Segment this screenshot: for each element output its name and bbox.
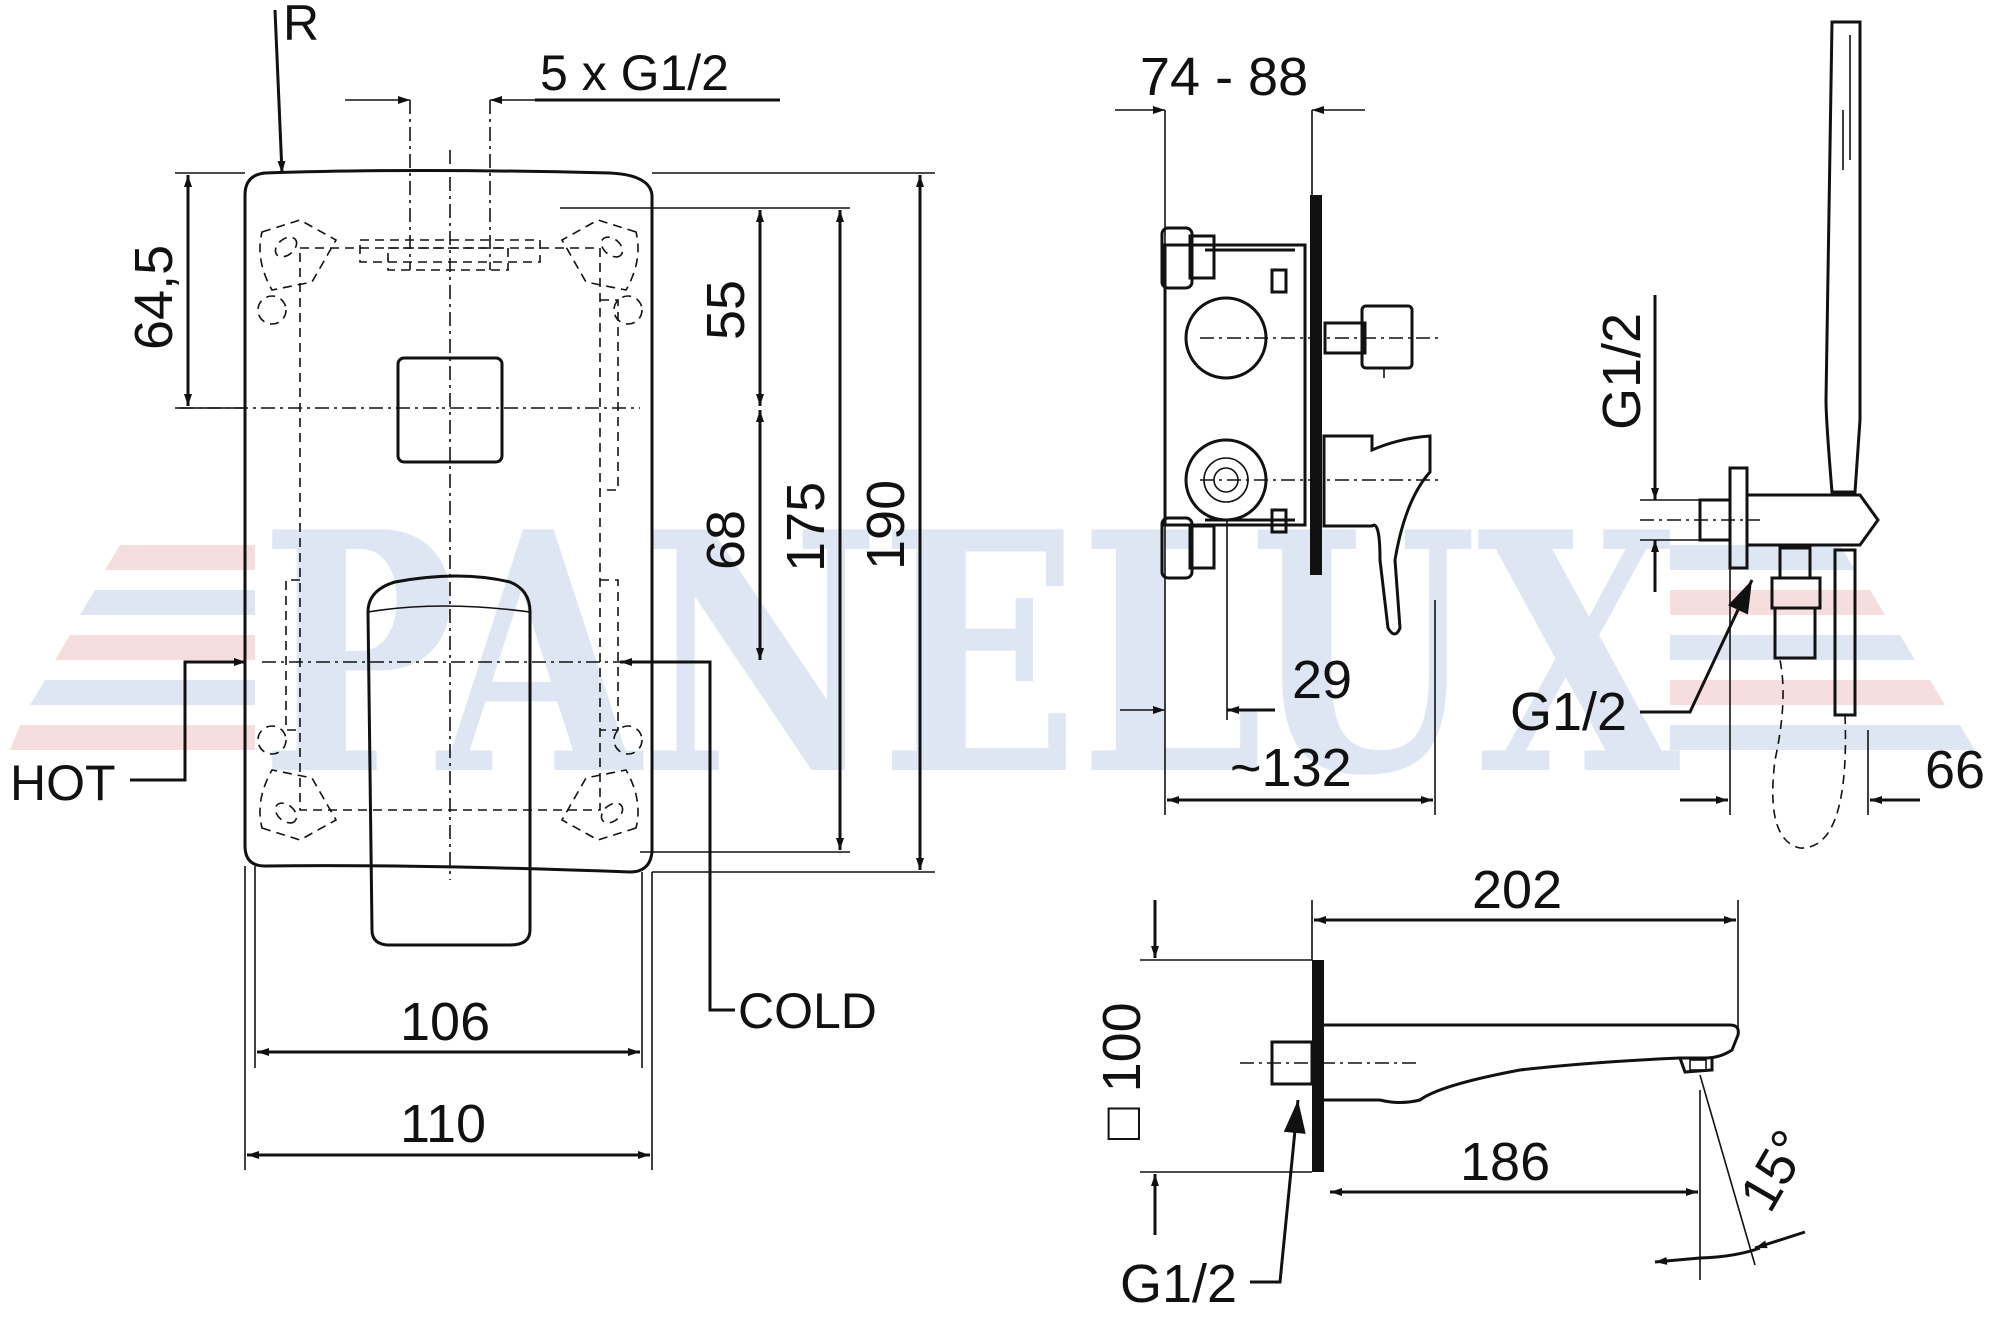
- dim-190: 190: [856, 480, 916, 570]
- dim-106: 106: [400, 992, 490, 1052]
- shower-hose: [1772, 659, 1847, 849]
- mounting-box-body: [1163, 243, 1307, 527]
- connections-label: 5 x G1/2: [540, 45, 729, 101]
- spout-wall-plate: [1312, 960, 1324, 1172]
- dim-68: 68: [696, 510, 756, 570]
- dim-186: 186: [1460, 1132, 1550, 1192]
- mixer-lever-handle: [366, 574, 532, 947]
- corner-fixing-lugs: [257, 219, 643, 841]
- dim-110: 110: [400, 1094, 486, 1154]
- side-cover-plate: [1310, 195, 1322, 575]
- dim-100: □ 100: [1092, 1002, 1152, 1140]
- cold-label: COLD: [738, 983, 877, 1039]
- watermark-text: PANELUX: [260, 460, 1681, 848]
- corner-radius-label: R: [283, 0, 319, 51]
- angle-15-label: 15°: [1728, 1120, 1821, 1221]
- hand-shower-outlet-label: G1/2: [1510, 682, 1627, 742]
- front-view: R 5 x G1/2 64,5 55 68 175 190 HOT COLD: [10, 0, 935, 1170]
- dim-74-88: 74 - 88: [1140, 47, 1308, 107]
- dim-55: 55: [696, 280, 756, 340]
- watermark-stripes-right: [1670, 545, 1975, 750]
- hand-shower-view: G1/2 G1/2 66: [1510, 20, 1985, 849]
- dim-175: 175: [776, 482, 836, 572]
- watermark-stripes-left: [10, 545, 255, 750]
- hot-label: HOT: [10, 755, 116, 811]
- watermark: PANELUX: [10, 460, 1975, 848]
- dim-202: 202: [1472, 860, 1562, 920]
- spout-view: 202 186 □ 100 G1/2 15°: [1092, 860, 1821, 1314]
- hand-shower-inlet-label: G1/2: [1592, 313, 1652, 430]
- dim-29: 29: [1292, 650, 1352, 710]
- side-diverter-button: [1323, 321, 1367, 355]
- dim-66: 66: [1925, 740, 1985, 800]
- hand-shower-head: [1824, 20, 1862, 494]
- dim-132: ~132: [1230, 738, 1352, 798]
- side-lever-handle: [1322, 434, 1432, 636]
- spout-thread-label: G1/2: [1120, 1254, 1237, 1314]
- dim-64-5: 64,5: [124, 245, 184, 350]
- side-view: 74 - 88 29 ~132: [1115, 47, 1440, 815]
